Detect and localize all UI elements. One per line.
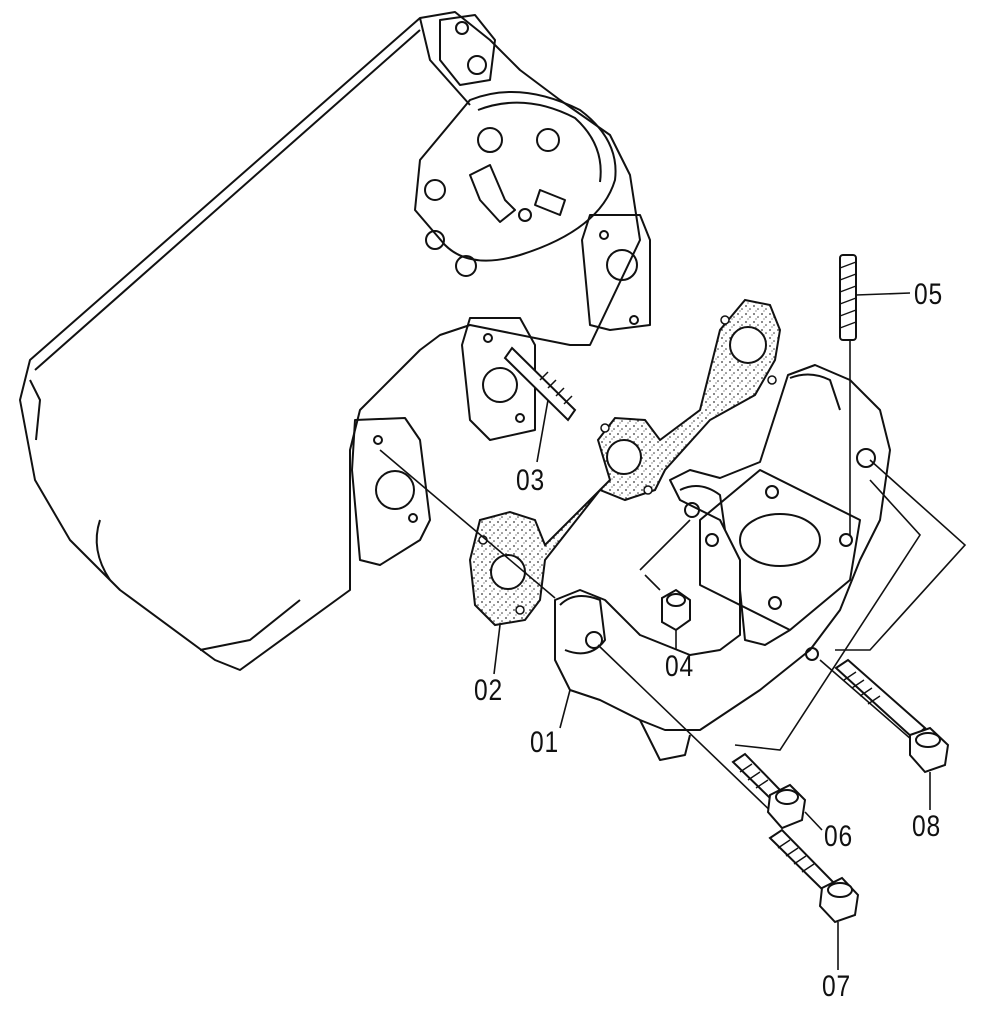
label-part-06: 06	[824, 820, 854, 853]
label-part-05: 05	[914, 278, 944, 311]
leader-lines	[493, 292, 931, 970]
stud-03	[503, 346, 577, 422]
label-part-04: 04	[665, 650, 695, 683]
exhaust-manifold	[554, 364, 891, 761]
bolt-07	[768, 828, 860, 924]
bolt-06	[731, 752, 807, 830]
nut-04	[661, 588, 691, 632]
gasket	[468, 298, 782, 627]
stud-05	[839, 254, 857, 341]
bolt-08	[834, 658, 950, 774]
cylinder-head	[19, 11, 651, 671]
label-part-07: 07	[822, 970, 852, 1003]
label-part-03: 03	[516, 464, 546, 497]
label-part-01: 01	[530, 726, 560, 759]
label-part-02: 02	[474, 674, 504, 707]
label-part-08: 08	[912, 810, 942, 843]
